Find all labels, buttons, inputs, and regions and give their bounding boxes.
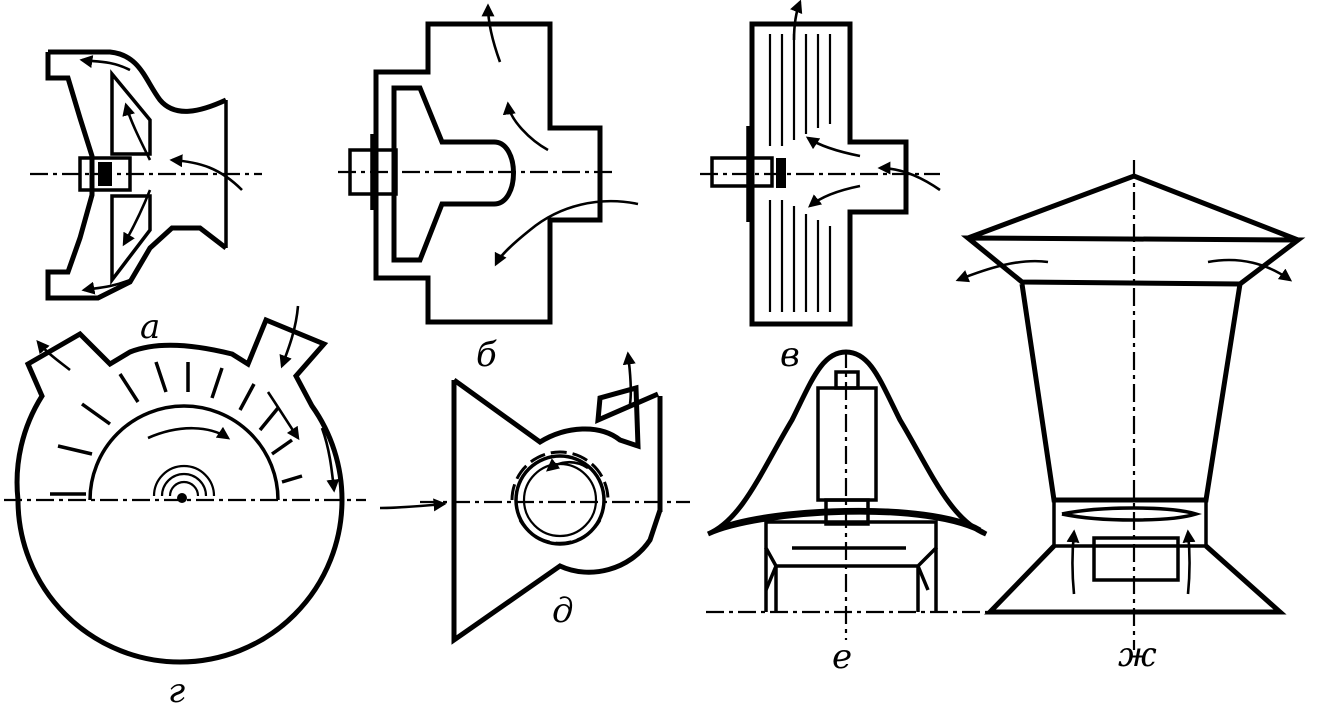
- blades-lower: [768, 200, 832, 312]
- label-d: д: [552, 591, 574, 631]
- label-e: е: [832, 637, 852, 677]
- label-a: а: [140, 307, 160, 347]
- blades-upper: [768, 34, 832, 146]
- label-g: г: [168, 671, 185, 710]
- fan-e: е: [706, 349, 990, 677]
- label-zh: ж: [1118, 635, 1157, 675]
- fan-g: г: [4, 305, 366, 710]
- radial-blades: [50, 361, 303, 496]
- fan-v: в: [700, 0, 941, 375]
- label-v: в: [780, 335, 800, 375]
- label-b: б: [476, 335, 497, 375]
- fan-d: д: [379, 351, 690, 645]
- fan-zh: ж: [955, 160, 1306, 675]
- fan-b: б: [338, 3, 639, 375]
- fan-a: а: [30, 49, 262, 347]
